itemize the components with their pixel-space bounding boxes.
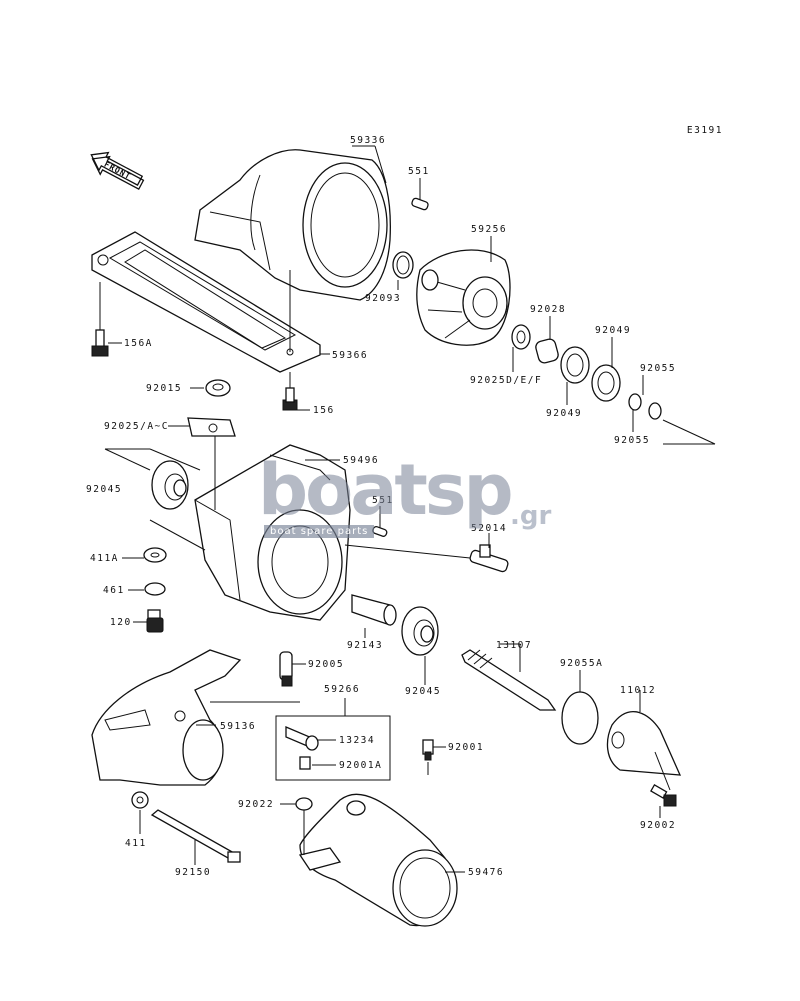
part-59476-nozzle	[298, 793, 458, 927]
part-92055A-oring	[561, 691, 599, 745]
part-156a-bolt	[91, 329, 109, 357]
label-551-b: 551	[372, 495, 394, 506]
label-92045-a: 92045	[86, 484, 122, 495]
part-11012-cone	[606, 711, 682, 776]
label-92055-b: 92055	[614, 435, 650, 446]
label-461: 461	[103, 585, 125, 596]
part-92045-bearing-b	[401, 606, 439, 656]
label-92049-a: 92049	[595, 325, 631, 336]
label-11012: 11012	[620, 685, 656, 696]
part-92025ac-shim	[187, 417, 236, 437]
part-59136-housing	[91, 649, 242, 786]
part-461-lockwasher	[144, 582, 166, 596]
label-92025ac: 92025/A~C	[104, 421, 169, 432]
part-59366-bracket	[91, 231, 321, 373]
label-156: 156	[313, 405, 335, 416]
part-92005-nipple	[279, 651, 293, 687]
part-59256-impeller	[416, 249, 511, 346]
label-92002: 92002	[640, 820, 676, 831]
part-92025def-washer	[511, 324, 531, 350]
part-411-washer	[131, 791, 149, 809]
part-551-pin-a	[411, 197, 429, 211]
part-92028-bushing	[535, 338, 559, 364]
part-411a-washer	[143, 547, 167, 563]
label-92001A: 92001A	[339, 760, 382, 771]
label-59366: 59366	[332, 350, 368, 361]
part-92022-washer	[295, 797, 313, 811]
label-59496: 59496	[343, 455, 379, 466]
label-92015: 92015	[146, 383, 182, 394]
label-411a: 411A	[90, 553, 119, 564]
label-92150: 92150	[175, 867, 211, 878]
part-59266-kit-box	[275, 715, 391, 781]
label-92025def: 92025D/E/F	[470, 375, 542, 386]
label-92001: 92001	[448, 742, 484, 753]
label-13107: 13107	[496, 640, 532, 651]
label-52014: 52014	[471, 523, 507, 534]
label-92005: 92005	[308, 659, 344, 670]
label-156a: 156A	[124, 338, 153, 349]
label-92093: 92093	[365, 293, 401, 304]
part-92049-seal-b	[591, 364, 621, 402]
part-156-bolt	[282, 387, 298, 411]
label-59266: 59266	[324, 684, 360, 695]
front-arrow-icon: FRONT	[90, 151, 145, 191]
label-92028: 92028	[530, 304, 566, 315]
part-92049-seal-a	[560, 346, 590, 384]
label-92049-b: 92049	[546, 408, 582, 419]
part-52014-fitting	[469, 544, 509, 573]
label-59256: 59256	[471, 224, 507, 235]
part-120-bolt	[146, 609, 164, 633]
part-92002-bolt	[650, 784, 677, 807]
part-59336-pump-cover	[194, 149, 391, 301]
part-92001-bolt	[422, 739, 434, 761]
label-92022: 92022	[238, 799, 274, 810]
diagram-code: E3191	[687, 125, 723, 136]
label-551-a: 551	[408, 166, 430, 177]
label-92143: 92143	[347, 640, 383, 651]
label-59136: 59136	[220, 721, 256, 732]
part-92045-bearing-a	[151, 460, 189, 510]
part-92143-collar	[351, 594, 397, 626]
leader-lines	[99, 145, 716, 873]
label-92055-a: 92055	[640, 363, 676, 374]
part-92055-oring-a	[628, 393, 642, 411]
label-59476: 59476	[468, 867, 504, 878]
part-92093-seal	[392, 251, 414, 279]
part-59496-pump-case	[194, 444, 351, 621]
part-13107-shaft	[461, 649, 557, 711]
part-92055-oring-b	[648, 402, 662, 420]
part-92150-bolt	[150, 809, 241, 863]
label-120: 120	[110, 617, 132, 628]
part-92015-nut	[205, 379, 231, 397]
label-13234: 13234	[339, 735, 375, 746]
label-59336: 59336	[350, 135, 386, 146]
label-411: 411	[125, 838, 147, 849]
label-92045-b: 92045	[405, 686, 441, 697]
label-92055A: 92055A	[560, 658, 603, 669]
